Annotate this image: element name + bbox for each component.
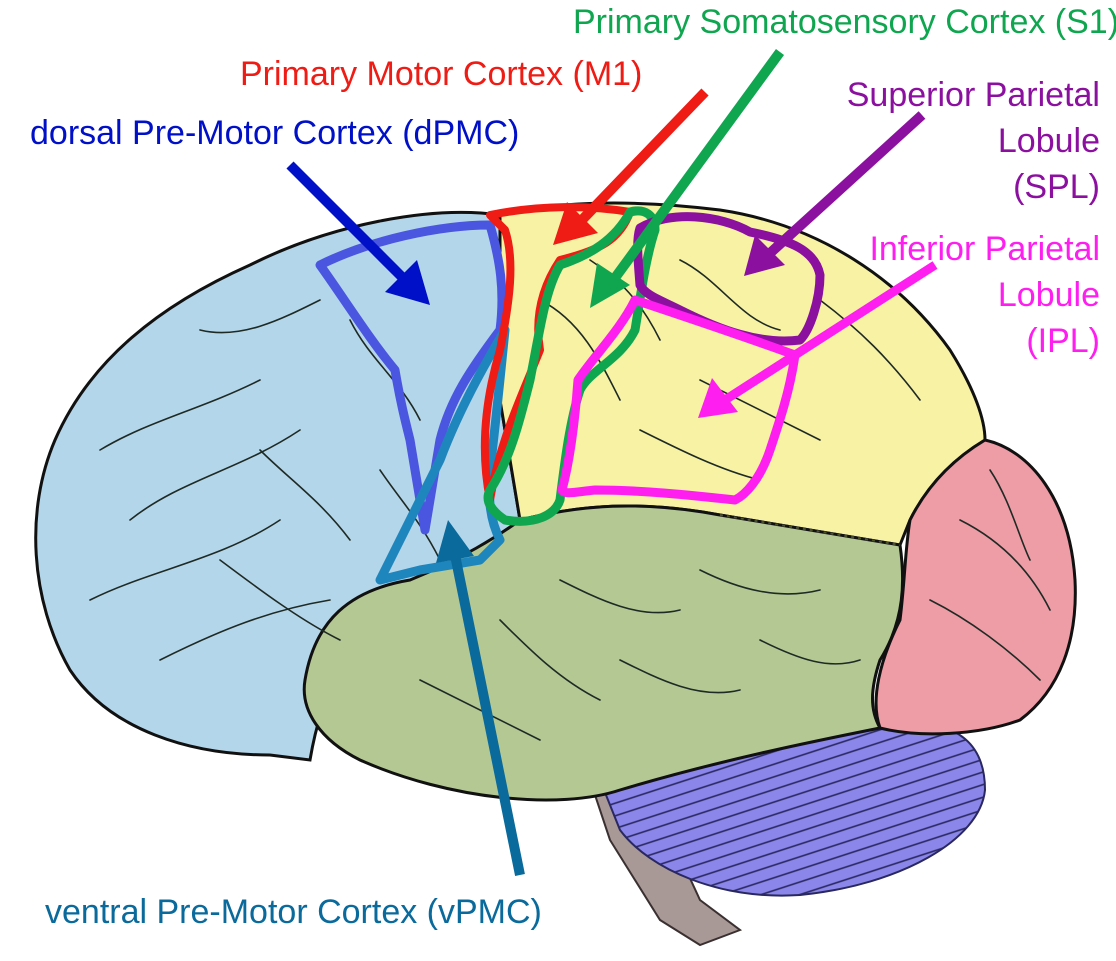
label-spl-line1: Superior Parietal xyxy=(846,76,1100,114)
arrow-vpmc xyxy=(436,520,525,876)
sulci xyxy=(89,259,1051,741)
arrow-dpmc xyxy=(286,161,430,305)
spl-outline xyxy=(633,212,825,346)
arrow-m1 xyxy=(553,88,709,245)
arrow-spl xyxy=(744,111,926,276)
label-m1: Primary Motor Cortex (M1) xyxy=(240,55,643,93)
label-ipl-line2: Lobule xyxy=(997,276,1100,314)
label-vpmc: ventral Pre-Motor Cortex (vPMC) xyxy=(45,893,542,931)
label-spl-line2: Lobule xyxy=(997,122,1100,160)
arrow-ipl xyxy=(698,261,938,418)
occipital-lobe xyxy=(874,438,1077,736)
label-spl: Superior Parietal Lobule (SPL) xyxy=(847,72,1100,210)
label-ipl-line3: (IPL) xyxy=(1026,322,1100,360)
label-dpmc: dorsal Pre-Motor Cortex (dPMC) xyxy=(30,114,520,152)
label-spl-line3: (SPL) xyxy=(1013,168,1100,206)
label-ipl-line1: Inferior Parietal xyxy=(869,230,1100,268)
lobe-boundary-dotted xyxy=(719,514,901,546)
label-s1: Primary Somatosensory Cortex (S1) xyxy=(573,3,1116,41)
vpmc-outline xyxy=(375,325,510,585)
temporal-lobe xyxy=(302,504,905,802)
arrow-s1 xyxy=(590,49,785,308)
label-ipl: Inferior Parietal Lobule (IPL) xyxy=(869,226,1100,364)
